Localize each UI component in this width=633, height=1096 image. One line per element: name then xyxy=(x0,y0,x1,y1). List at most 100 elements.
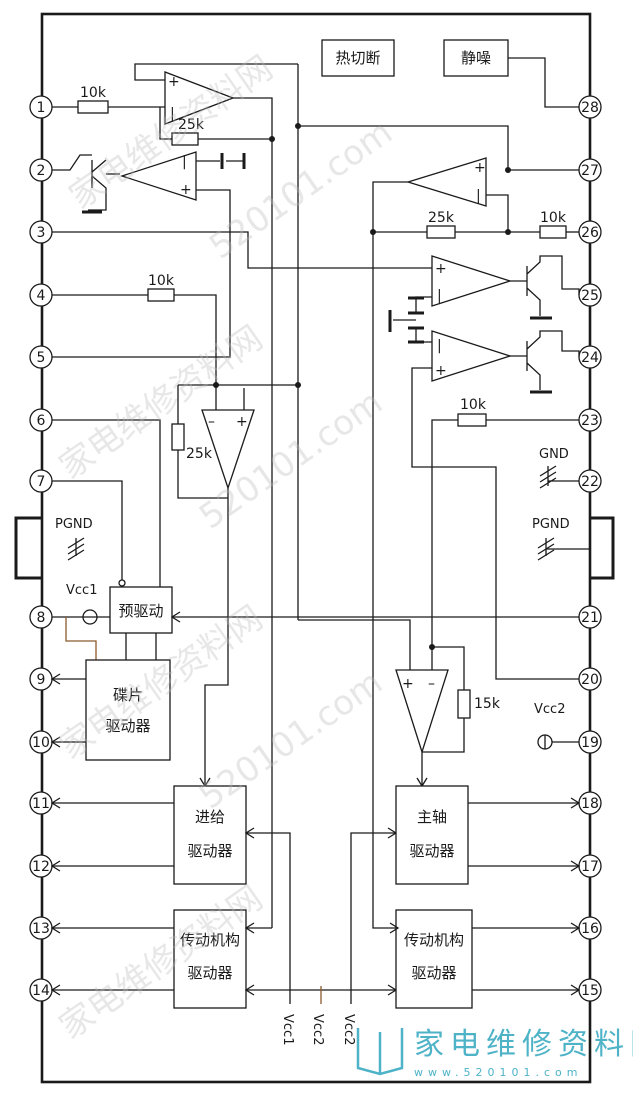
ic-body-outline xyxy=(40,12,592,1084)
wire-thermal-right xyxy=(298,125,579,171)
pre-driver-label: 预驱动 xyxy=(118,602,163,620)
pin-23-label: 23 xyxy=(581,413,599,429)
pin-25: 25 xyxy=(578,283,602,307)
opamp-spindle-plus: + xyxy=(402,676,414,692)
opamp-24-plus: + xyxy=(435,363,447,379)
wire-opamp3-out xyxy=(204,488,229,785)
wire-pin2 xyxy=(52,154,92,171)
vcc1-bottom-label: Vcc1 xyxy=(280,1014,295,1045)
arrow-pin11 xyxy=(50,797,61,809)
arrow-mech-left-in xyxy=(244,922,255,934)
wire-vcc2-pin19 xyxy=(544,735,579,749)
vcc1-pin8-label: Vcc1 xyxy=(66,583,97,598)
thermal-shutdown-label: 热切断 xyxy=(335,49,380,67)
junction-fb xyxy=(269,136,275,142)
wire-pin6 xyxy=(52,419,161,587)
pin-22-label: 22 xyxy=(581,474,599,490)
left-heatsink-tab xyxy=(14,516,42,580)
pin-5-label: 5 xyxy=(37,350,46,366)
pin-3: 3 xyxy=(29,220,53,244)
pin-2: 2 xyxy=(29,158,53,182)
pin-27-label: 27 xyxy=(581,163,599,179)
spindle-driver-label-1: 主轴 xyxy=(417,808,447,826)
pin-21-label: 21 xyxy=(581,610,599,626)
pin-5: 5 xyxy=(29,345,53,369)
pin-17-label: 17 xyxy=(581,859,599,875)
pin-1: 1 xyxy=(29,95,53,119)
disc-driver-label-1: 碟片 xyxy=(113,686,143,704)
pin-1-label: 1 xyxy=(37,100,46,116)
opamp-2 xyxy=(119,151,197,201)
ground-bar-opamp2 xyxy=(220,153,246,169)
mech-driver-right-label-1: 传动机构 xyxy=(404,931,464,949)
arrow-pin18 xyxy=(570,797,581,809)
pin-11-label: 11 xyxy=(32,796,50,812)
opamp-27 xyxy=(405,157,487,207)
arrow-pin12 xyxy=(50,860,61,872)
pin-3-label: 3 xyxy=(37,225,46,241)
resistor-spindle-15k-label: 15k xyxy=(474,696,501,712)
wire-mute-pin28 xyxy=(508,57,579,108)
junction-thermal xyxy=(295,123,301,129)
pin-6-label: 6 xyxy=(37,413,46,429)
transistor-25 xyxy=(526,255,580,316)
junction-508 xyxy=(505,229,511,235)
resistor-pin23 xyxy=(457,413,487,427)
vcc2-pin19-label: Vcc2 xyxy=(534,702,565,717)
pin-12: 12 xyxy=(29,854,53,878)
pin-7-label: 7 xyxy=(37,474,46,490)
pgnd-left-symbol xyxy=(67,537,85,561)
transistor-24 xyxy=(526,330,580,390)
disc-driver-label-2: 驱动器 xyxy=(105,717,150,735)
opamp-24-minus: | xyxy=(437,338,442,354)
feed-driver-label-2: 驱动器 xyxy=(187,842,232,860)
gnd-label: GND xyxy=(539,447,569,462)
pin-21: 21 xyxy=(578,605,602,629)
arrow-vcc1-feed xyxy=(244,827,255,839)
arrow-mech-shared-left xyxy=(244,984,255,996)
arrow-pin15 xyxy=(570,984,581,996)
arrow-pin21 xyxy=(170,611,181,623)
opamp-2-minus: | xyxy=(182,154,187,170)
opamp-spindle-minus: – xyxy=(428,676,435,692)
wire-opamp2-plus xyxy=(52,189,231,358)
watermark-url-1: 520101.com xyxy=(202,112,400,267)
pin-26-label: 26 xyxy=(581,225,599,241)
pin-24: 24 xyxy=(578,345,602,369)
pin-4: 4 xyxy=(29,283,53,307)
wire-mid-fb-bottom xyxy=(177,450,228,499)
resistor-pin4 xyxy=(147,288,175,302)
resistor-right-25k-label: 25k xyxy=(428,210,455,226)
arrow-pin17 xyxy=(570,860,581,872)
wire-pin4-to-opamp xyxy=(174,294,217,385)
opamp-spindle xyxy=(395,669,449,755)
watermark-site-2: 家电维修资料网 xyxy=(52,318,270,487)
pin-26: 26 xyxy=(578,220,602,244)
pin-13: 13 xyxy=(29,916,53,940)
feed-driver-block xyxy=(173,785,247,885)
pin-16: 16 xyxy=(578,916,602,940)
junction-298 xyxy=(295,382,301,388)
resistor-spindle-15k xyxy=(457,689,471,719)
opamp-25 xyxy=(431,255,513,307)
opamp-2-plus: + xyxy=(180,182,192,198)
wire-pre-to-disc xyxy=(125,633,157,660)
right-heatsink-tab xyxy=(590,516,615,580)
logo-url: www.520101.com xyxy=(414,1066,582,1079)
opamp-1 xyxy=(164,71,235,125)
arrow-pin14 xyxy=(50,984,61,996)
junction-27 xyxy=(505,167,511,173)
opamp-3-plus: + xyxy=(236,414,248,430)
wire-pin8-brown xyxy=(65,617,97,660)
pin-18-label: 18 xyxy=(581,796,599,812)
disc-driver-block xyxy=(85,659,171,761)
wire-opamp24-plus xyxy=(411,367,579,680)
pin-14-label: 14 xyxy=(32,983,50,999)
pin-4-label: 4 xyxy=(37,288,46,304)
wire-spindle-fb xyxy=(432,646,465,690)
vcc2-bottom-label: Vcc2 xyxy=(310,1014,325,1045)
resistor-right-25k xyxy=(426,225,456,239)
mech-driver-right-block xyxy=(395,909,473,1009)
wire-26-fb xyxy=(486,194,509,232)
